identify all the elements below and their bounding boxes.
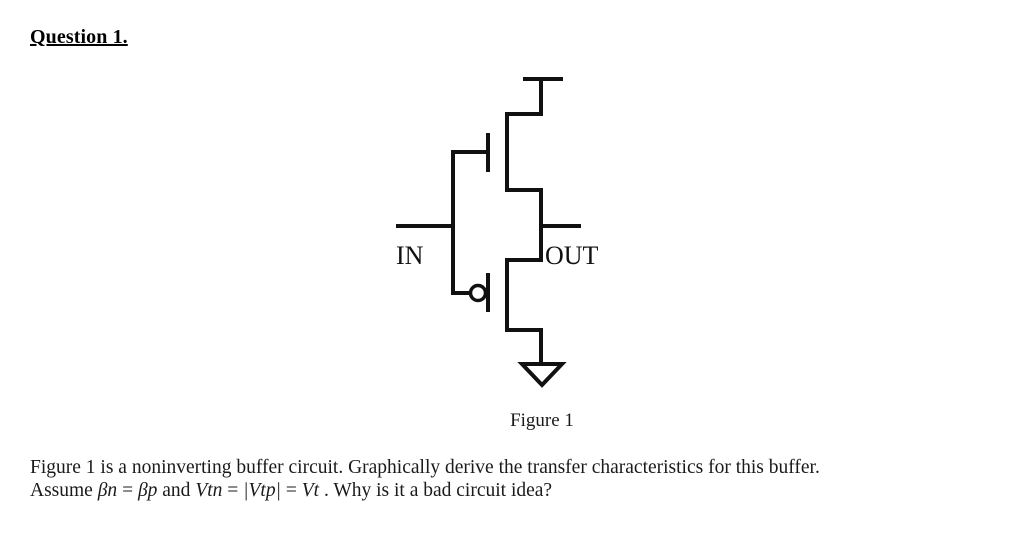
question-body: Figure 1 is a noninverting buffer circui… (30, 456, 980, 502)
body-paragraph-2: Assume βn = βp and Vtn = |Vtp| = Vt . Wh… (30, 479, 980, 502)
page-title: Question 1. (30, 26, 128, 48)
equals-3: = (280, 480, 302, 501)
equals-2: = (222, 480, 244, 501)
vtp-term: |Vtp| (243, 480, 281, 501)
output-label: OUT (545, 241, 599, 270)
equals-1: = (117, 480, 138, 501)
ground-symbol-icon (517, 362, 567, 388)
assume-prefix: Assume (30, 480, 98, 501)
and-conjunction: and (157, 480, 196, 501)
vt-term: Vt (301, 480, 320, 501)
beta-n: βn (97, 480, 118, 501)
question-tail: . Why is it a bad circuit idea? (319, 480, 553, 501)
circuit-figure: IN OUT (0, 55, 1010, 445)
input-label: IN (396, 241, 424, 270)
inversion-bubble-icon (468, 283, 488, 303)
beta-p: βp (137, 480, 158, 501)
circuit-schematic-svg (396, 77, 581, 388)
figure-caption: Figure 1 (0, 410, 1010, 432)
figure-caption-text: Figure 1 (510, 410, 574, 431)
vtn-term: Vtn (195, 480, 223, 501)
body-paragraph-1: Figure 1 is a noninverting buffer circui… (30, 457, 820, 478)
